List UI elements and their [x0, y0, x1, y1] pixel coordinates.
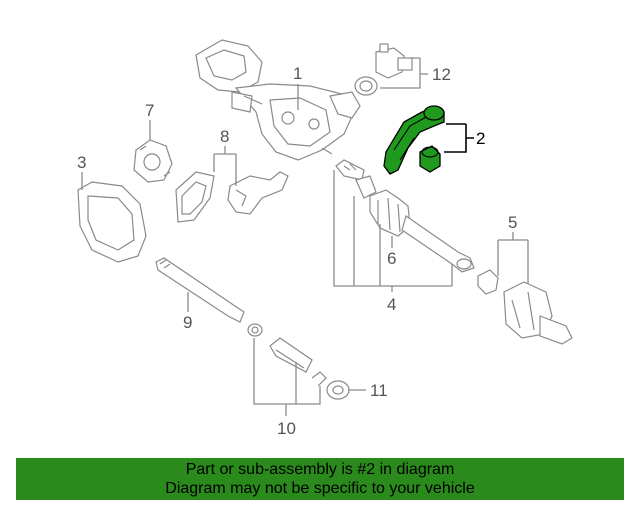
part-4-halfshaft[interactable] [335, 159, 475, 273]
part-8-ring-pinion[interactable] [175, 171, 289, 223]
callout-2: 2 [476, 129, 485, 148]
banner-line-1: Part or sub-assembly is #2 in diagram [185, 461, 455, 478]
part-2-highlighted[interactable] [383, 105, 445, 175]
callout-4: 4 [387, 295, 396, 314]
part-1-axle-housing[interactable] [195, 39, 361, 161]
callout-8: 8 [220, 127, 229, 146]
part-11-seal[interactable] [326, 380, 350, 400]
callout-6: 6 [387, 249, 396, 268]
callout-12: 12 [432, 65, 451, 84]
part-9-shaft[interactable] [155, 257, 245, 323]
callout-9: 9 [183, 313, 192, 332]
callout-1: 1 [293, 64, 302, 83]
callout-3: 3 [77, 153, 86, 172]
callout-10: 10 [277, 419, 296, 438]
callout-11: 11 [370, 381, 388, 400]
callout-5: 5 [508, 213, 517, 232]
parts-diagram: 1 12 2 7 8 3 6 5 4 9 11 10 [77, 39, 573, 438]
part-3-cover[interactable] [77, 181, 147, 263]
leader-lines [81, 57, 529, 416]
part-5-cv-joint[interactable] [477, 269, 573, 345]
part-7-carrier[interactable] [133, 139, 173, 183]
notice-banner: Part or sub-assembly is #2 in diagram Di… [16, 458, 624, 500]
banner-line-2: Diagram may not be specific to your vehi… [165, 480, 475, 497]
callout-7: 7 [145, 101, 154, 120]
part-12-sensor[interactable] [354, 43, 413, 96]
part-10-assembly[interactable] [247, 323, 327, 387]
